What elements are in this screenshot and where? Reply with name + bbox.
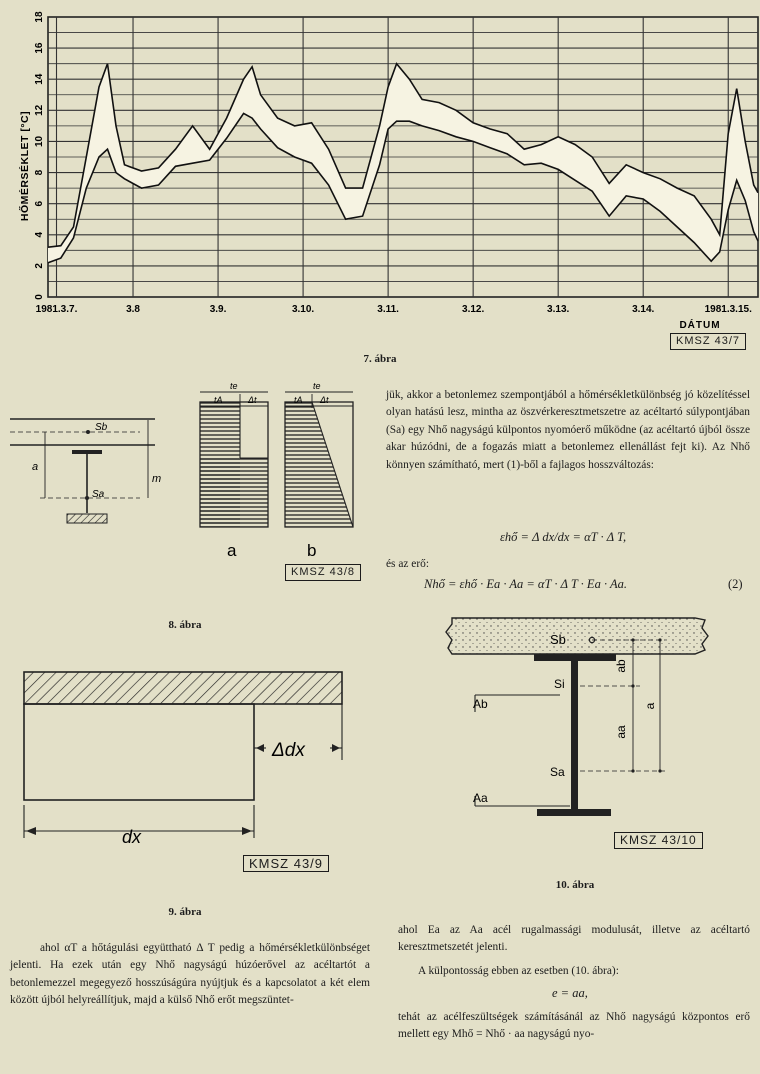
fig8-sb-label: Sb [95,422,108,433]
fig10-dim-a: a [643,702,657,709]
fig8-sa-label: Sa [92,489,105,500]
fig10-sb: Sb [550,632,566,647]
fig9-dx: dx [122,827,142,847]
y-tick-label: 16 [34,42,45,54]
x-tick-label: 3.12. [462,304,484,315]
fig8-diagram-b [284,391,354,528]
temperature-band [48,63,758,263]
y-tick-label: 2 [34,263,45,269]
y-tick-label: 10 [34,135,45,147]
equation-3: e = aa, [552,986,588,1000]
fig8b-ta: tA [294,395,303,405]
fig8a-te: te [230,381,238,391]
x-tick-label: 1981.3.7. [36,304,78,315]
fig8-a-label: a [32,461,38,473]
fig8a-dt: Δt [247,395,257,405]
text-p2: és az erő: [386,558,430,570]
chart-series-lines [47,62,759,264]
x-tick-label: 3.11. [377,304,399,315]
fig8-caption: 8. ábra [168,619,202,631]
fig10-diagram: Sb Si Sa Ab Aa ab aa a [445,617,709,816]
text-p5: A külpontosság ebben az esetben (10. ábr… [418,965,619,977]
x-axis-label: DÁTUM [679,318,720,331]
fig9-tag: KMSZ 43/9 [243,855,330,872]
x-tick-label: 3.14. [632,304,654,315]
series-upper-line [47,62,759,248]
fig8-diagram: Sb Sa a m te tA Δt a te tA Δt b [10,381,354,560]
y-tick-label: 12 [34,104,45,116]
fig10-sa: Sa [550,765,565,779]
fig9-ddx: Δdx [271,740,306,761]
text-p6: tehát az acélfeszültségek számításánál a… [398,1011,750,1041]
fig10-tag: KMSZ 43/10 [614,832,703,849]
fig8a-ta: tA [214,395,223,405]
y-tick-labels: 0 2 4 6 8 10 12 14 16 18 [34,11,45,300]
fig9-caption: 9. ábra [168,906,202,918]
y-tick-label: 0 [34,294,45,300]
fig10-dim-ab: ab [614,659,628,673]
x-tick-labels: 1981.3.7. 3.8 3.9. 3.10. 3.11. 3.12. 3.13. 3.14… [36,304,752,315]
fig8b-label: b [307,541,316,560]
y-tick-label: 18 [34,11,45,23]
fig8b-te: te [313,381,321,391]
fig8-m-label: m [152,473,161,485]
equation-1: εhő = Δ dx/dx = αT · Δ T, [500,530,627,544]
fig8-tag: KMSZ 43/8 [285,564,362,581]
fig8-diagram-a [199,391,269,528]
y-tick-label: 4 [34,232,45,238]
series-lower-line [47,112,759,264]
fig10-si: Si [554,677,565,691]
text-p3: ahol αT a hőtágulási együttható Δ T pedi… [10,942,370,1007]
y-axis-label: HŐMÉRSÉKLET [°C] [18,111,31,221]
equation-2-number: (2) [728,577,743,591]
x-tick-label: 3.9. [210,304,227,315]
x-tick-label: 3.10. [292,304,314,315]
equation-2: Nhő = εhő · Ea · Aa = αT · Δ T · Ea · Aa… [424,577,627,591]
fig10-dim-aa: aa [614,725,628,739]
y-tick-label: 14 [34,73,45,85]
chart-grid [47,16,759,298]
text-p4: ahol Ea az Aa acél rugalmassági modulusá… [398,924,750,954]
fig10-caption: 10. ábra [555,879,595,891]
fig9-diagram: Δdx dx [23,671,343,847]
y-tick-label: 8 [34,169,45,175]
fig8-section [10,418,155,524]
x-tick-label: 1981.3.15. [705,304,752,315]
fig7-caption: 7. ábra [363,353,397,365]
fig8a-label: a [227,541,237,560]
fig10-ab: Ab [473,697,488,711]
text-p1: jük, akkor a betonlemez szempontjából a … [386,389,750,471]
chart-band [48,63,758,263]
x-tick-label: 3.8 [126,304,140,315]
fig10-aa: Aa [473,791,488,805]
fig7-chart: 0 2 4 6 8 10 12 14 16 18 1981.3.7. 3.8 3.9. 3.10. 3.1… [18,11,759,331]
fig7-tag: KMSZ 43/7 [670,333,747,350]
fig8b-dt: Δt [319,395,329,405]
y-tick-label: 6 [34,200,45,206]
x-tick-label: 3.13. [547,304,569,315]
